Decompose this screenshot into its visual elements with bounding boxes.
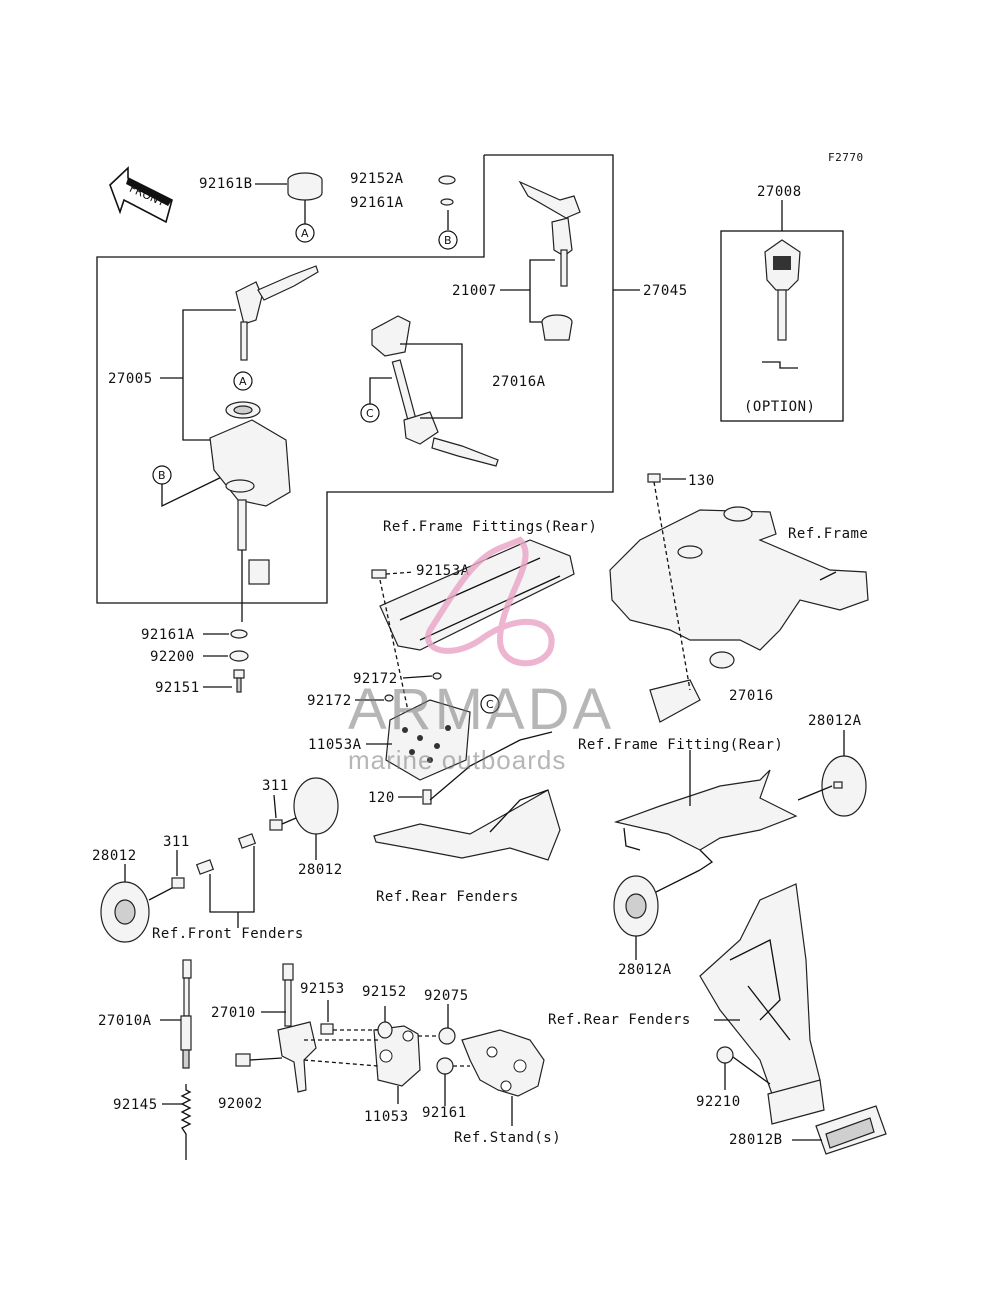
label-92172-a: 92172 [353,671,398,687]
label-28012A-top: 28012A [808,713,862,729]
label-92172-b: 92172 [307,693,352,709]
label-28012-left: 28012 [92,848,137,864]
watermark-title: ARMADA [348,677,614,742]
label-120: 120 [368,790,395,806]
label-ref-frame-fitting-rear: Ref.Frame Fitting(Rear) [578,737,783,753]
label-ref-frame-fittings-rear: Ref.Frame Fittings(Rear) [383,519,597,535]
stand-bracket [461,1029,545,1097]
nut-92210 [716,1046,734,1064]
label-option: (OPTION) [744,399,815,415]
callout-a-mid: A [233,371,253,391]
label-92161A-top: 92161A [350,195,404,211]
label-92152A: 92152A [350,171,404,187]
label-92161: 92161 [422,1105,467,1121]
label-27010A: 27010A [98,1013,152,1029]
svg-text:C: C [366,407,374,420]
rear-fender-center [373,731,561,861]
label-92153A: 92153A [416,563,470,579]
spring-92145 [180,1084,192,1160]
reflector-28012A-bot [613,875,659,937]
frame-part [609,473,869,723]
label-ref-front-fenders: Ref.Front Fenders [152,926,304,942]
switch-27010A [180,959,192,1069]
bolt-92153 [320,1023,334,1035]
label-ref-frame: Ref.Frame [788,526,868,542]
label-311-a: 311 [262,778,289,794]
figure-code: F2770 [828,151,864,164]
label-ref-rear-fenders-right: Ref.Rear Fenders [548,1012,691,1028]
nut-311-lower [171,859,215,889]
label-ref-rear-fenders-mid: Ref.Rear Fenders [376,889,519,905]
washer-92161A [230,629,248,639]
watermark-subtitle: marine outboards [348,745,566,775]
label-92200: 92200 [150,649,195,665]
reflector-28012A-top [821,755,867,817]
key-set-21007 [518,180,581,341]
svg-text:A: A [239,375,247,388]
ignition-switch [209,401,291,622]
svg-text:C: C [486,698,494,711]
reflector-28012B [815,1105,887,1155]
label-11053A: 11053A [308,737,362,753]
label-ref-stands: Ref.Stand(s) [454,1130,561,1146]
keys-27005 [235,265,319,361]
label-92145: 92145 [113,1097,158,1113]
label-27016A: 27016A [492,374,546,390]
svg-text:B: B [444,234,452,247]
lock-plate-11053A [384,672,471,805]
cap-92161B [287,172,323,201]
callout-c-mid: C [360,377,392,423]
frame-fitting-rear-bracket [613,769,798,871]
washer-92152 [377,1021,393,1039]
label-27005: 27005 [108,371,153,387]
label-92210: 92210 [696,1094,741,1110]
front-arrow-icon: FRONT [109,166,173,224]
label-92075: 92075 [424,988,469,1004]
label-27008: 27008 [757,184,802,200]
label-28012B: 28012B [729,1132,783,1148]
washer-92200 [229,650,249,662]
label-27016: 27016 [729,688,774,704]
callout-a-top: A [295,200,315,243]
label-311-b: 311 [163,834,190,850]
svg-text:A: A [301,227,309,240]
label-28012A-bot: 28012A [618,962,672,978]
label-92152: 92152 [362,984,407,1000]
screw-92151 [233,669,245,693]
label-21007: 21007 [452,283,497,299]
svg-text:B: B [158,469,166,482]
label-92002: 92002 [218,1096,263,1112]
bolt-92152A [438,175,456,206]
label-11053: 11053 [364,1109,409,1125]
label-27010: 27010 [211,1005,256,1021]
label-92151: 92151 [155,680,200,696]
label-130: 130 [688,473,715,489]
label-28012-mid: 28012 [298,862,343,878]
option-key-icon [762,239,801,369]
label-92161A: 92161A [141,627,195,643]
bracket-11053 [373,1025,421,1087]
reflector-28012-mid [293,777,339,835]
rear-fender-right [699,883,825,1125]
callout-c-low: C [480,694,500,714]
label-92161B: 92161B [199,176,253,192]
nut-311-upper [237,819,283,849]
label-92153: 92153 [300,981,345,997]
kit-outline [96,154,614,604]
seat-lock-27016A [371,315,499,467]
callout-b-mid: B [152,465,233,508]
watermark-logo: ARMADA marine outboards [348,536,614,775]
reflector-28012-left [100,881,150,943]
nut-92075 [436,1027,456,1075]
callout-b-top: B [438,210,458,250]
label-27045: 27045 [643,283,688,299]
